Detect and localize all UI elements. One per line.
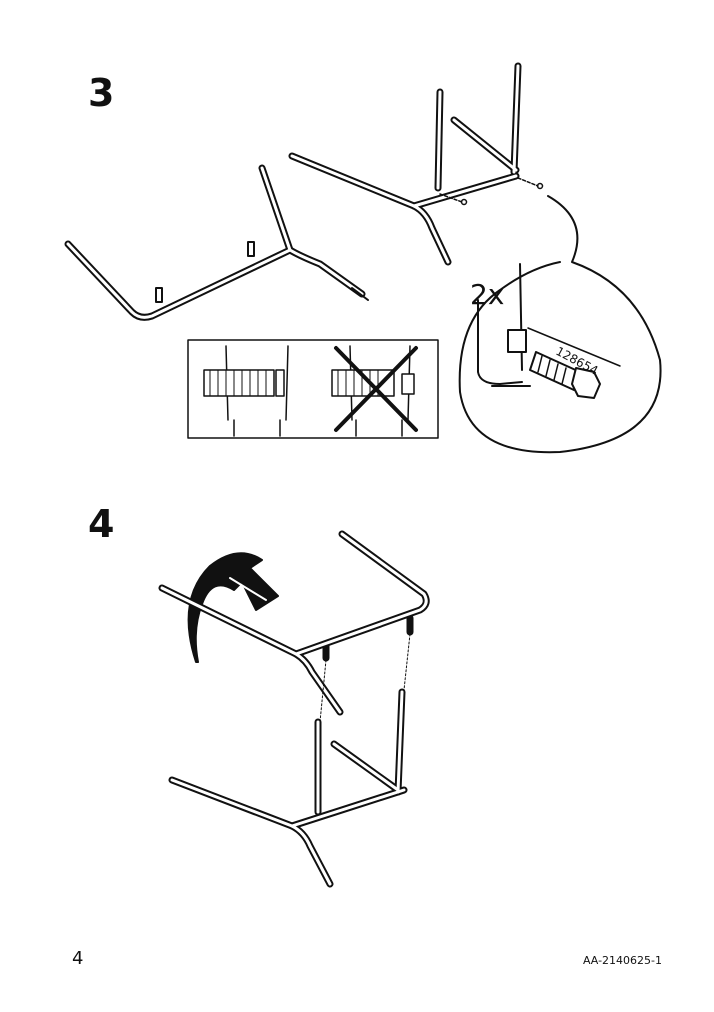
correct-fit-icon <box>203 345 289 437</box>
callout-detail <box>477 263 621 387</box>
step3-right-frame-inner <box>290 64 520 264</box>
step3-left-frame-inner <box>66 166 364 319</box>
step3-left-frame-pegs <box>155 241 369 303</box>
incorrect-fit-cross-icon <box>331 345 418 437</box>
step4-lower-frame <box>168 688 408 888</box>
step4-alignment-lines <box>319 633 411 723</box>
step4-lower-frame-inner <box>170 690 406 886</box>
step3-left-frame <box>64 164 366 321</box>
step-number-4: 4 <box>88 502 115 546</box>
fit-check-box <box>187 339 439 439</box>
rotate-arrow-icon <box>187 552 279 663</box>
step3-bolt-hints <box>439 177 544 206</box>
step-number-3: 3 <box>88 71 115 115</box>
quantity-label: 2x <box>470 278 505 311</box>
zoom-callout <box>458 195 662 454</box>
bolt-icon <box>529 351 601 399</box>
document-code: AA-2140625-1 <box>582 954 662 967</box>
step3-right-frame <box>288 62 522 266</box>
step4-upper-frame-inner <box>160 532 428 714</box>
page-number: 4 <box>72 948 84 969</box>
